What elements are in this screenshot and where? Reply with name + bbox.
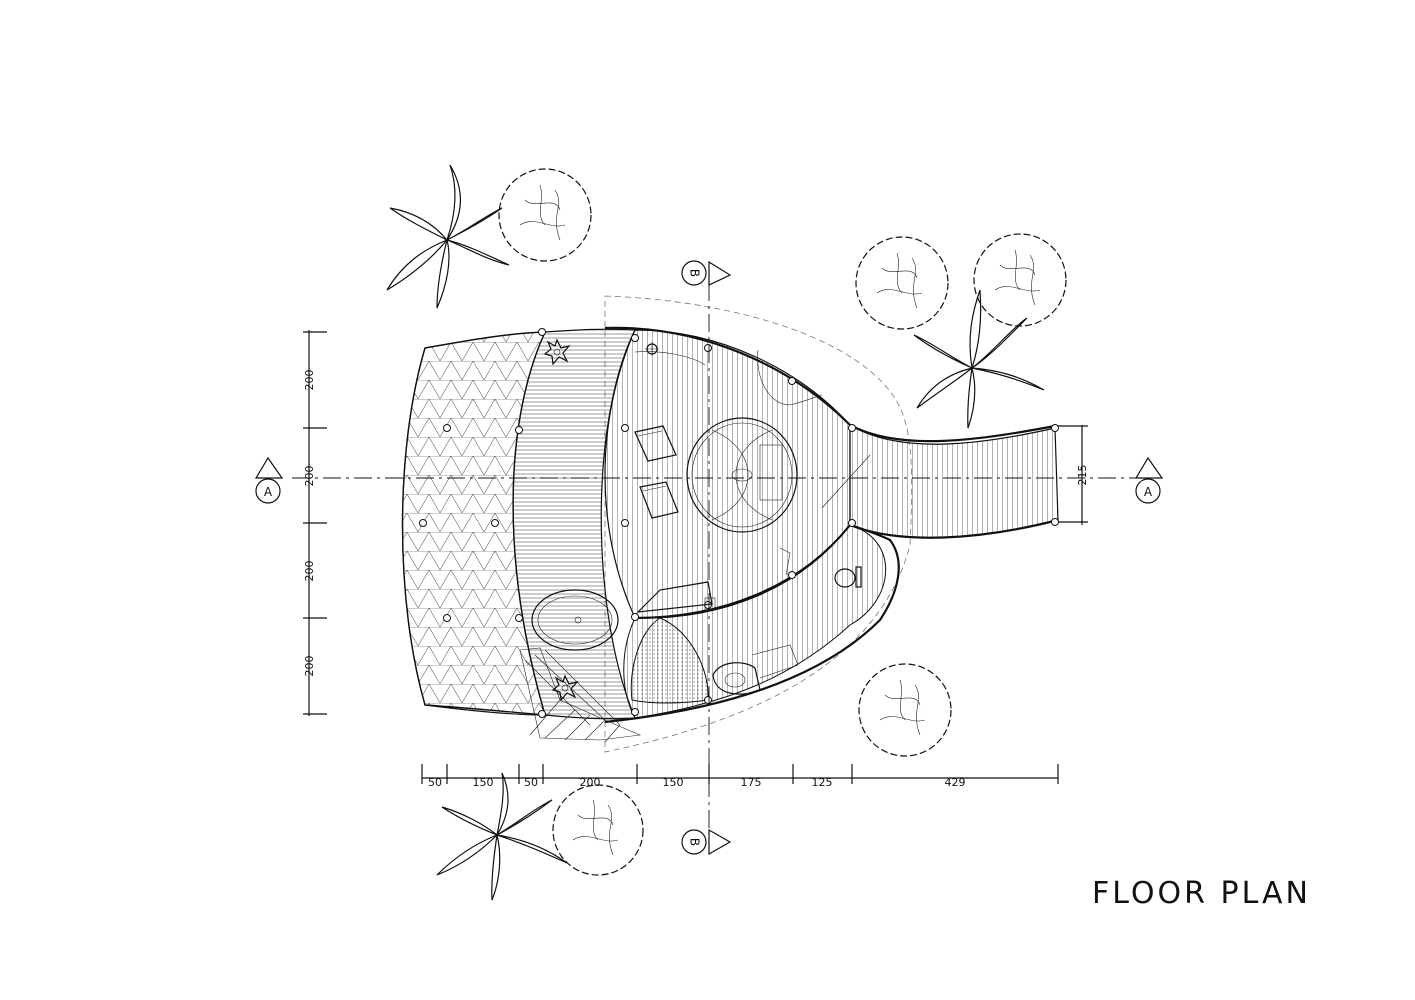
dimension-left: [303, 330, 327, 716]
dim-left-3: 200: [303, 561, 316, 582]
shrub-icon-bottom: [552, 784, 644, 876]
shower-area: [630, 617, 709, 704]
section-marker-b-bottom: B: [688, 838, 702, 846]
dim-bottom-5: 150: [663, 776, 684, 789]
shrub-icon-top-left: [498, 168, 592, 262]
walkway: [849, 423, 1059, 539]
section-marker-b-top: B: [688, 269, 702, 277]
flower-icon-south: [551, 674, 579, 702]
sink: [712, 644, 799, 695]
door-arc-north: [757, 349, 823, 406]
dim-left-2: 200: [303, 466, 316, 487]
dim-bottom-2: 150: [473, 776, 494, 789]
outer-left-edge: [401, 347, 546, 716]
flower-icon-north: [543, 338, 571, 366]
palm-tree-icon-top-right: [913, 289, 1045, 429]
palm-tree-icon-bottom: [436, 772, 568, 901]
section-line-a: [254, 456, 1164, 504]
dim-left-4: 200: [303, 656, 316, 677]
shrub-icon-top-right-a: [855, 236, 949, 330]
dimension-right: [1058, 425, 1088, 525]
shrub-icon-bottom-right: [858, 663, 952, 757]
toilet: [834, 566, 862, 588]
bathtub: [531, 589, 619, 651]
palm-tree-icon-top-left: [386, 164, 510, 309]
bench: [636, 581, 716, 613]
shrub-icon-top-right-b: [973, 233, 1067, 327]
dimension-bottom: [421, 764, 1059, 784]
door-swing: [821, 454, 871, 509]
chairs: [634, 425, 679, 519]
roof-outline: [604, 295, 913, 753]
dim-bottom-6: 175: [741, 776, 762, 789]
dim-bottom-3: 50: [524, 776, 538, 789]
corner-lamp: [634, 342, 706, 366]
inner-wall: [634, 524, 851, 620]
dim-bottom-1: 50: [428, 776, 442, 789]
section-marker-a-right: A: [1144, 485, 1153, 499]
dim-bottom-4: 200: [580, 776, 601, 789]
section-line-b: [681, 260, 732, 856]
round-table: [686, 417, 798, 533]
door-frame: [779, 547, 791, 576]
stair-hatch: [519, 647, 642, 743]
dim-bottom-8: 429: [945, 776, 966, 789]
structural-columns: [419, 328, 1059, 718]
dim-right-1: 215: [1076, 465, 1089, 486]
drawing-title: FLOOR PLAN: [1092, 876, 1311, 911]
section-marker-a-left: A: [264, 485, 273, 499]
dim-left-1: 200: [303, 370, 316, 391]
dim-bottom-7: 125: [812, 776, 833, 789]
